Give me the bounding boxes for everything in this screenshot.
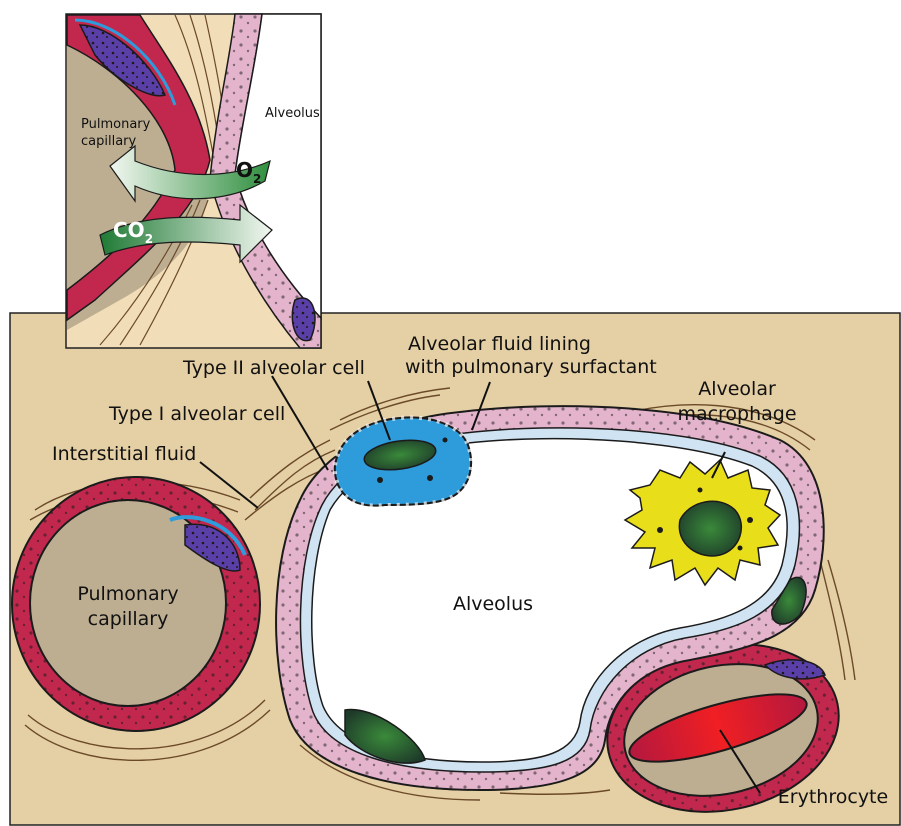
inset-capillary-label-line1: Pulmonary	[81, 117, 151, 132]
capillary-label-line2: capillary	[88, 608, 169, 630]
interstitial-fluid-label: Interstitial fluid	[52, 443, 196, 465]
erythrocyte-label: Erythrocyte	[778, 786, 888, 808]
alveolus-label: Alveolus	[453, 593, 533, 615]
main-panel: Type II alveolar cell Alveolar fluid lin…	[10, 313, 900, 826]
macrophage-label-line1: Alveolar	[698, 378, 776, 400]
fluid-lining-label-line2: with pulmonary surfactant	[405, 356, 657, 378]
capillary-label-line1: Pulmonary	[77, 583, 178, 605]
inset-alveolus-label: Alveolus	[265, 106, 320, 121]
macrophage-label-line2: macrophage	[677, 403, 796, 425]
inset-capillary-label-line2: capillary	[81, 134, 137, 149]
fluid-lining-label-line1: Alveolar fluid lining	[408, 333, 591, 355]
type1-cell-label: Type I alveolar cell	[108, 403, 285, 425]
type2-cell-label: Type II alveolar cell	[182, 357, 365, 379]
inset-panel: Pulmonary capillary Alveolus O2 CO2	[66, 14, 321, 348]
